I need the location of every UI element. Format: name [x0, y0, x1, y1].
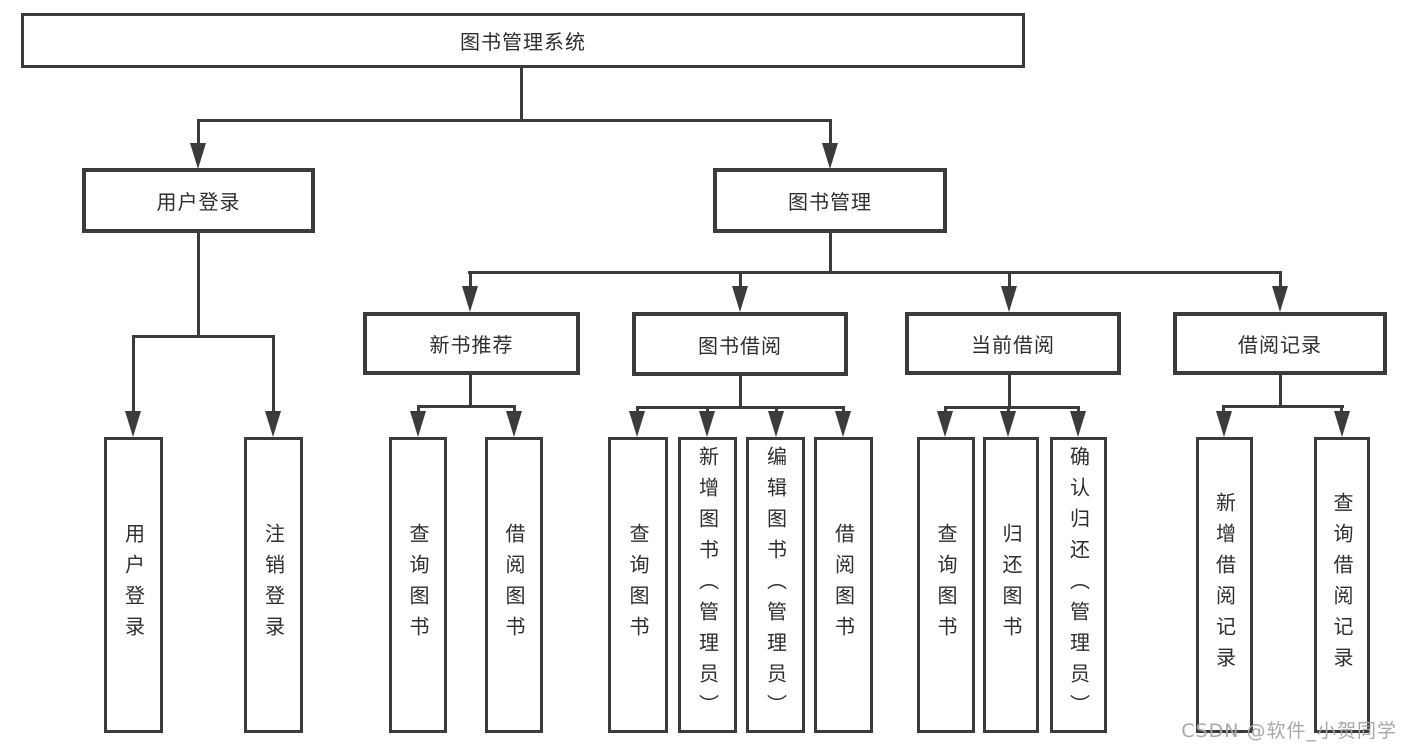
node-leaf-query-books-borrowing: 查询图书 — [608, 437, 668, 733]
node-label: 查询图书 — [934, 523, 958, 647]
connector-line — [1279, 375, 1282, 407]
arrowhead-down — [506, 411, 522, 437]
node-label: 查询图书 — [406, 523, 430, 647]
node-leaf-query-books-recommend: 查询图书 — [389, 437, 447, 733]
node-label: 查询图书 — [626, 523, 650, 647]
connector-line — [829, 233, 832, 274]
connector-line — [132, 335, 275, 338]
connector-line — [469, 375, 472, 408]
node-label: 注销登录 — [261, 523, 286, 647]
arrowhead-down — [190, 143, 206, 169]
node-book-borrowing: 图书借阅 — [632, 312, 848, 376]
connector-line — [469, 271, 472, 296]
arrowhead-down — [462, 286, 478, 312]
connector-line — [1008, 375, 1011, 408]
node-book-management: 图书管理 — [713, 168, 947, 233]
arrowhead-down — [629, 411, 645, 437]
connector-line — [197, 119, 200, 153]
node-leaf-query-borrow-record: 查询借阅记录 — [1314, 437, 1370, 733]
arrowhead-down — [835, 411, 851, 437]
connector-line — [197, 233, 200, 338]
connector-line — [417, 405, 516, 408]
node-leaf-return-books: 归还图书 — [983, 437, 1039, 733]
node-label: 用户登录 — [156, 190, 241, 214]
node-new-book-recommendation: 新书推荐 — [363, 312, 580, 375]
node-borrowing-records: 借阅记录 — [1173, 312, 1387, 375]
arrowhead-down — [937, 411, 953, 437]
node-label: 新增借阅记录 — [1212, 492, 1237, 678]
node-label: 当前借阅 — [971, 333, 1055, 357]
arrowhead-down — [265, 411, 281, 437]
connector-line — [944, 406, 1080, 409]
node-leaf-borrow-books-recommend: 借阅图书 — [485, 437, 543, 733]
connector-line — [829, 119, 832, 153]
connector-line — [132, 335, 135, 419]
node-label: 借阅图书 — [831, 523, 856, 647]
node-label: 图书借阅 — [698, 333, 782, 358]
connector-line — [1008, 271, 1011, 296]
node-library-management-system: 图书管理系统 — [21, 13, 1025, 68]
connector-line — [739, 376, 742, 408]
arrowhead-down — [822, 143, 838, 169]
node-leaf-confirm-return-admin: 确认归还（管理员） — [1050, 437, 1107, 733]
connector-line — [636, 406, 845, 409]
node-leaf-borrow-books: 借阅图书 — [814, 437, 873, 733]
arrowhead-down — [699, 411, 715, 437]
node-label: 用户登录 — [121, 523, 146, 647]
connector-line — [197, 119, 832, 122]
connector-line — [1279, 271, 1282, 296]
arrowhead-down — [1070, 411, 1086, 437]
arrowhead-down — [732, 286, 748, 312]
node-label: 图书管理 — [788, 190, 872, 214]
arrowhead-down — [1334, 411, 1350, 437]
arrowhead-down — [1272, 286, 1288, 312]
node-label: 图书管理系统 — [460, 30, 586, 54]
arrowhead-down — [410, 411, 426, 437]
node-user-login: 用户登录 — [82, 168, 315, 233]
node-label: 归还图书 — [999, 523, 1023, 647]
node-label: 新书推荐 — [429, 333, 514, 357]
connector-line — [520, 68, 523, 122]
node-leaf-add-borrow-record: 新增借阅记录 — [1196, 437, 1253, 733]
node-label: 查询借阅记录 — [1330, 492, 1354, 678]
arrowhead-down — [1000, 411, 1016, 437]
node-leaf-edit-book-admin: 编辑图书（管理员） — [746, 437, 805, 733]
arrowhead-down — [1216, 411, 1232, 437]
watermark: CSDN @软件_小贺同学 — [1181, 720, 1397, 742]
node-label: 编辑图书（管理员） — [763, 445, 788, 725]
connector-line — [1222, 405, 1344, 408]
connector-line — [739, 271, 742, 296]
connector-line — [468, 271, 1282, 274]
connector-line — [272, 335, 275, 419]
node-label: 新增图书（管理员） — [695, 445, 720, 725]
node-leaf-query-books-current: 查询图书 — [917, 437, 975, 733]
node-label: 确认归还（管理员） — [1066, 445, 1091, 725]
node-leaf-logout: 注销登录 — [244, 437, 303, 733]
node-label: 借阅图书 — [502, 523, 526, 647]
arrowhead-down — [768, 411, 784, 437]
arrowhead-down — [125, 411, 141, 437]
arrowhead-down — [1001, 286, 1017, 312]
node-current-borrowing: 当前借阅 — [905, 312, 1121, 375]
node-leaf-user-login: 用户登录 — [104, 437, 163, 733]
node-label: 借阅记录 — [1238, 333, 1322, 357]
node-leaf-add-book-admin: 新增图书（管理员） — [678, 437, 737, 733]
